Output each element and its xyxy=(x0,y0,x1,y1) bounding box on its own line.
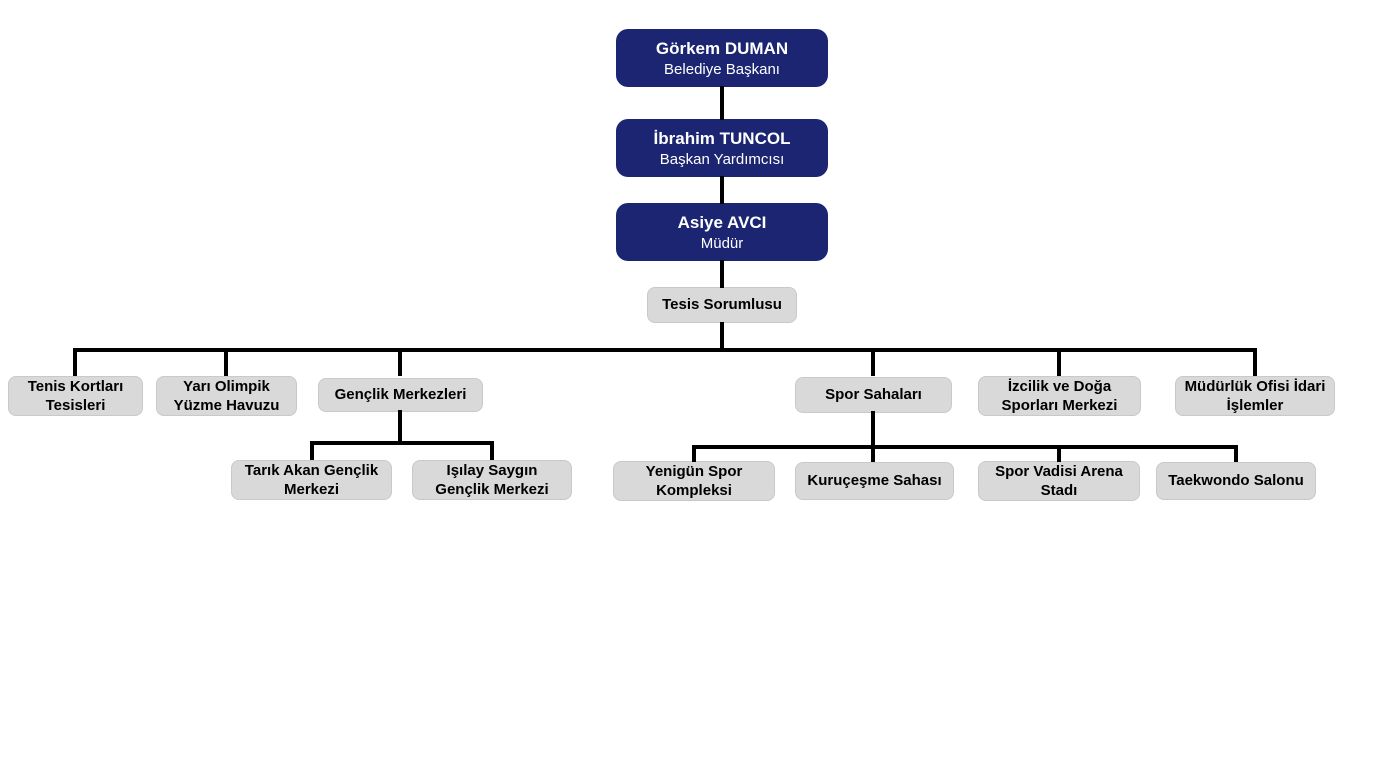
org-node-tennis-courts: Tenis Kortları Tesisleri xyxy=(8,376,143,416)
taekwondo-label: Taekwondo Salonu xyxy=(1168,472,1304,490)
facility-label: Tesis Sorumlusu xyxy=(662,296,782,314)
org-node-mayor: Görkem DUMAN Belediye Başkanı xyxy=(616,29,828,87)
connector-sports-stem xyxy=(871,411,875,449)
connector-youth-rail xyxy=(310,441,494,445)
yenigun-label: Yenigün Spor Kompleksi xyxy=(645,462,743,500)
connector-mayor-deputy xyxy=(720,86,724,120)
connector-deputy-director xyxy=(720,176,724,204)
isilay-saygin-label: Işılay Saygın Gençlik Merkezi xyxy=(435,461,549,499)
connector-sports-rail xyxy=(692,445,1238,449)
connector-drop-office xyxy=(1253,348,1257,376)
connector-drop-sports xyxy=(871,348,875,376)
scouting-center-label: İzcilik ve Doğa Sporları Merkezi xyxy=(1001,377,1118,415)
org-node-isilay-saygin-youth-center: Işılay Saygın Gençlik Merkezi xyxy=(412,460,572,500)
connector-facility-rail xyxy=(720,322,724,350)
org-node-deputy-mayor: İbrahim TUNCOL Başkan Yardımcısı xyxy=(616,119,828,177)
connector-drop-kurucesme xyxy=(871,445,875,462)
connector-drop-isilay xyxy=(490,441,494,460)
connector-main-rail xyxy=(73,348,1257,352)
org-node-sports-valley-arena: Spor Vadisi Arena Stadı xyxy=(978,461,1140,501)
mayor-title: Belediye Başkanı xyxy=(664,60,780,78)
org-node-scouting-center: İzcilik ve Doğa Sporları Merkezi xyxy=(978,376,1141,416)
org-node-sports-fields: Spor Sahaları xyxy=(795,377,952,413)
tarik-akan-label: Tarık Akan Gençlik Merkezi xyxy=(244,461,379,499)
sports-valley-label: Spor Vadisi Arena Stadı xyxy=(995,462,1123,500)
org-node-director: Asiye AVCI Müdür xyxy=(616,203,828,261)
connector-director-facility xyxy=(720,260,724,288)
connector-drop-swimming xyxy=(224,348,228,376)
youth-centers-label: Gençlik Merkezleri xyxy=(334,386,467,404)
director-title: Müdür xyxy=(700,234,744,252)
connector-drop-taekwondo xyxy=(1234,445,1238,462)
connector-drop-tennis xyxy=(73,348,77,376)
office-admin-label: Müdürlük Ofisi İdari İşlemler xyxy=(1184,377,1326,415)
swimming-pool-label: Yarı Olimpik Yüzme Havuzu xyxy=(173,377,280,415)
director-name: Asiye AVCI xyxy=(677,212,767,232)
org-node-facility-coordinator: Tesis Sorumlusu xyxy=(647,287,797,323)
org-node-tarik-akan-youth-center: Tarık Akan Gençlik Merkezi xyxy=(231,460,392,500)
org-node-youth-centers: Gençlik Merkezleri xyxy=(318,378,483,412)
org-node-kurucesme-field: Kuruçeşme Sahası xyxy=(795,462,954,500)
connector-youth-stem xyxy=(398,410,402,445)
org-node-office-admin: Müdürlük Ofisi İdari İşlemler xyxy=(1175,376,1335,416)
org-node-taekwondo-hall: Taekwondo Salonu xyxy=(1156,462,1316,500)
tennis-courts-label: Tenis Kortları Tesisleri xyxy=(27,377,124,415)
org-node-swimming-pool: Yarı Olimpik Yüzme Havuzu xyxy=(156,376,297,416)
mayor-name: Görkem DUMAN xyxy=(655,38,789,58)
connector-drop-scouting xyxy=(1057,348,1061,376)
sports-fields-label: Spor Sahaları xyxy=(825,386,922,404)
connector-drop-youth xyxy=(398,348,402,376)
kurucesme-label: Kuruçeşme Sahası xyxy=(807,472,942,490)
org-node-yenigun-sports-complex: Yenigün Spor Kompleksi xyxy=(613,461,775,501)
deputy-name: İbrahim TUNCOL xyxy=(653,128,791,148)
connector-drop-sports-valley xyxy=(1057,445,1061,462)
connector-drop-yenigun xyxy=(692,445,696,462)
connector-drop-tarik xyxy=(310,441,314,460)
deputy-title: Başkan Yardımcısı xyxy=(659,150,785,168)
